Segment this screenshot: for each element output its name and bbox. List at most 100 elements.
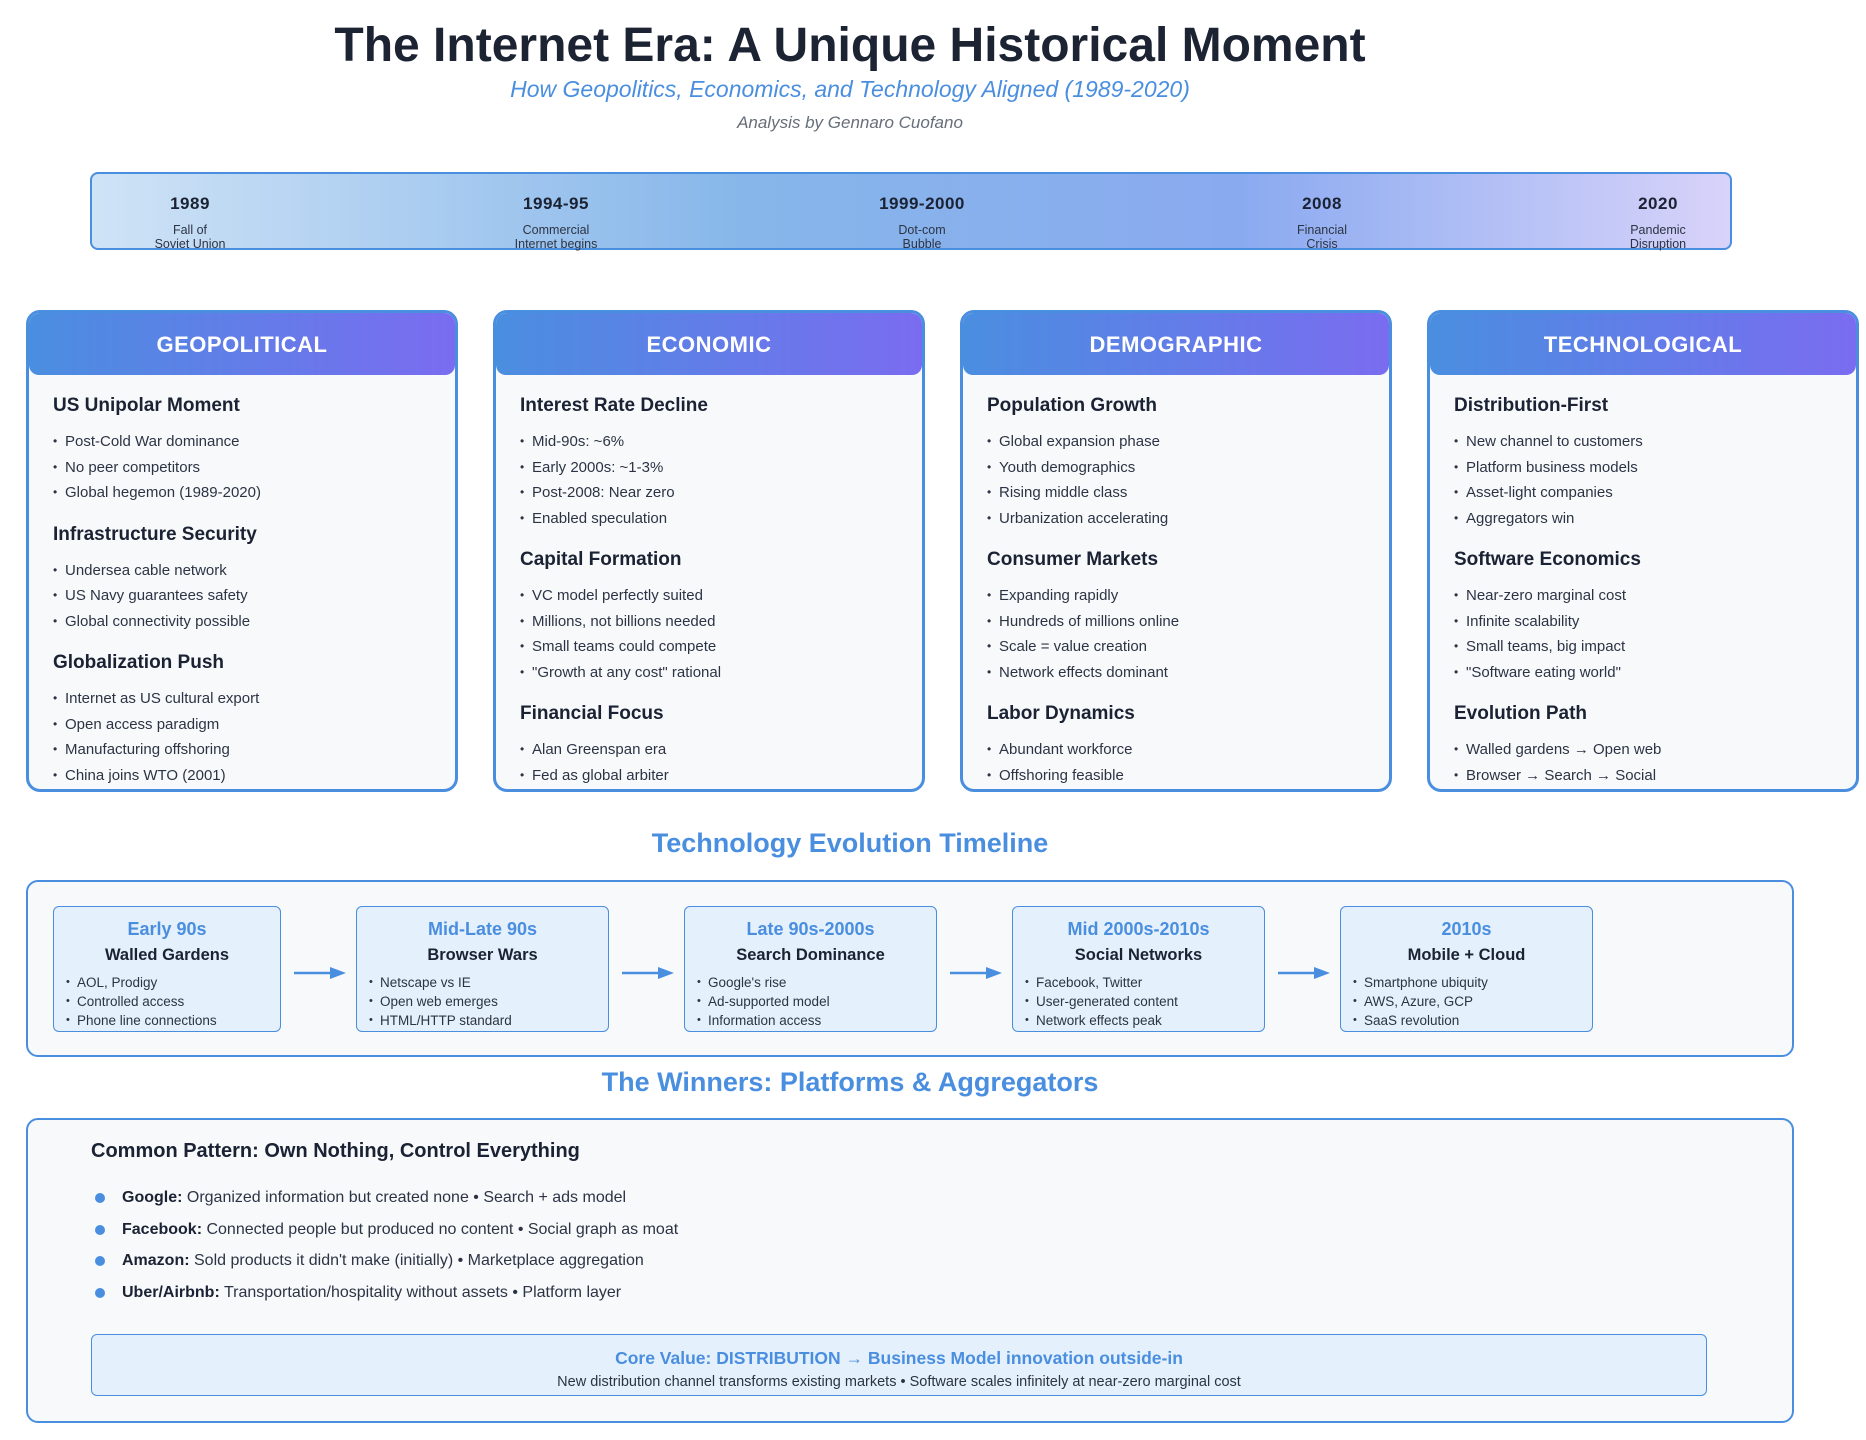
- list-item: Small teams, big impact: [1454, 634, 1832, 660]
- bullet-list: Global expansion phase Youth demographic…: [987, 429, 1365, 531]
- winners-list: Google: Organized information but create…: [91, 1188, 678, 1314]
- list-item: "Growth at any cost" rational: [520, 660, 898, 686]
- stage-2010s: 2010s Mobile + Cloud Smartphone ubiquity…: [1340, 906, 1593, 1032]
- section-title: Interest Rate Decline: [520, 395, 708, 416]
- list-item: Global expansion phase: [987, 429, 1365, 455]
- list-item: Offshoring feasible: [987, 763, 1365, 789]
- evolution-heading: Technology Evolution Timeline: [651, 828, 1049, 858]
- page-title: The Internet Era: A Unique Historical Mo…: [334, 19, 1366, 72]
- pillar-title: ECONOMIC: [496, 313, 922, 375]
- pillar-title: GEOPOLITICAL: [29, 313, 455, 375]
- bullet-list: Expanding rapidly Hundreds of millions o…: [987, 583, 1365, 685]
- pillar-card-technological: TECHNOLOGICAL Distribution-First New cha…: [1427, 310, 1859, 792]
- winner-desc: Connected people but produced no content…: [202, 1220, 679, 1238]
- section-title: Labor Dynamics: [987, 703, 1135, 724]
- list-item: Phone line connections: [66, 1011, 280, 1030]
- winners-heading: The Winners: Platforms & Aggregators: [601, 1067, 1099, 1097]
- core-value-desc: New distribution channel transforms exis…: [557, 1374, 1241, 1390]
- list-item: Information access: [697, 1011, 936, 1030]
- list-item: VC model perfectly suited: [520, 583, 898, 609]
- list-item: Aggregators win: [1454, 506, 1832, 532]
- list-item: Internet as US cultural export: [53, 686, 431, 712]
- section-title: Distribution-First: [1454, 395, 1609, 416]
- stage-name: Search Dominance: [736, 946, 885, 964]
- list-item: Facebook: Connected people but produced …: [91, 1220, 678, 1252]
- list-item: Uber/Airbnb: Transportation/hospitality …: [91, 1283, 678, 1315]
- winner-name: Google:: [122, 1189, 183, 1206]
- list-item: New channel to customers: [1454, 429, 1832, 455]
- pattern-title: Common Pattern: Own Nothing, Control Eve…: [91, 1140, 580, 1162]
- pillar-card-demographic: DEMOGRAPHIC Population Growth Global exp…: [960, 310, 1392, 792]
- list-item: No peer competitors: [53, 455, 431, 481]
- winner-name: Amazon:: [122, 1252, 190, 1269]
- list-item: Controlled access: [66, 992, 280, 1011]
- list-item: SaaS revolution: [1353, 1011, 1592, 1030]
- pillar-card-economic: ECONOMIC Interest Rate Decline Mid-90s: …: [493, 310, 925, 792]
- stage-name: Mobile + Cloud: [1407, 946, 1526, 964]
- stage-list: AOL, Prodigy Controlled access Phone lin…: [54, 973, 280, 1030]
- list-item: User-generated content: [1025, 992, 1264, 1011]
- list-item: China joins WTO (2001): [53, 763, 431, 789]
- list-item: Manufacturing offshoring: [53, 737, 431, 763]
- bullet-list: New channel to customers Platform busine…: [1454, 429, 1832, 531]
- section-title: Capital Formation: [520, 549, 682, 570]
- stage-name: Browser Wars: [427, 946, 538, 964]
- bullet-list: Walled gardens → Open web Browser → Sear…: [1454, 737, 1832, 788]
- bullet-list: Abundant workforce Offshoring feasible: [987, 737, 1365, 788]
- pillar-title: DEMOGRAPHIC: [963, 313, 1389, 375]
- timeline-year: 1989: [170, 194, 210, 213]
- list-item: Post-2008: Near zero: [520, 480, 898, 506]
- timeline-year: 1999-2000: [879, 194, 965, 213]
- winner-desc: Organized information but created none •…: [182, 1189, 627, 1206]
- list-item: Google's rise: [697, 973, 936, 992]
- section-title: Software Economics: [1454, 549, 1641, 570]
- pillar-card-geopolitical: GEOPOLITICAL US Unipolar Moment Post-Col…: [26, 310, 458, 792]
- timeline-year: 2020: [1638, 194, 1678, 213]
- section-title: Population Growth: [987, 395, 1157, 416]
- core-value-box: Core Value: DISTRIBUTION → Business Mode…: [91, 1334, 1707, 1396]
- list-item: Mid-90s: ~6%: [520, 429, 898, 455]
- stage-period: Mid-Late 90s: [427, 919, 538, 939]
- stage-name: Walled Gardens: [104, 946, 230, 964]
- page-subtitle: How Geopolitics, Economics, and Technolo…: [510, 76, 1190, 102]
- winner-desc: Sold products it didn't make (initially)…: [189, 1252, 644, 1269]
- list-item: Enabled speculation: [520, 506, 898, 532]
- stage-list: Smartphone ubiquity AWS, Azure, GCP SaaS…: [1341, 973, 1592, 1030]
- list-item: Hundreds of millions online: [987, 609, 1365, 635]
- section-title: Evolution Path: [1454, 703, 1587, 724]
- winner-name: Uber/Airbnb:: [122, 1283, 220, 1301]
- list-item: Global connectivity possible: [53, 609, 431, 635]
- list-item: Facebook, Twitter: [1025, 973, 1264, 992]
- list-item: "Software eating world": [1454, 660, 1832, 686]
- winners-panel: Common Pattern: Own Nothing, Control Eve…: [26, 1118, 1794, 1423]
- list-item: Infinite scalability: [1454, 609, 1832, 635]
- list-item: Network effects peak: [1025, 1011, 1264, 1030]
- section-title: US Unipolar Moment: [53, 395, 240, 416]
- list-item: Rising middle class: [987, 480, 1365, 506]
- winner-name: Facebook:: [122, 1220, 203, 1238]
- stage-early-90s: Early 90s Walled Gardens AOL, Prodigy Co…: [53, 906, 281, 1032]
- list-item: Netscape vs IE: [369, 973, 608, 992]
- list-item: Post-Cold War dominance: [53, 429, 431, 455]
- arrow-right-icon: [294, 967, 346, 979]
- core-value-title: Core Value: DISTRIBUTION → Business Mode…: [615, 1348, 1183, 1368]
- list-item: Amazon: Sold products it didn't make (in…: [91, 1251, 678, 1283]
- evolution-timeline: Early 90s Walled Gardens AOL, Prodigy Co…: [26, 880, 1794, 1057]
- bullet-list: Near-zero marginal cost Infinite scalabi…: [1454, 583, 1832, 685]
- list-item: Scale = value creation: [987, 634, 1365, 660]
- list-item: Ad-supported model: [697, 992, 936, 1011]
- arrow-right-icon: [1278, 967, 1330, 979]
- stage-list: Netscape vs IE Open web emerges HTML/HTT…: [357, 973, 608, 1030]
- stage-name: Social Networks: [1074, 946, 1203, 964]
- section-title: Financial Focus: [520, 703, 664, 724]
- list-item: AWS, Azure, GCP: [1353, 992, 1592, 1011]
- list-item: Open web emerges: [369, 992, 608, 1011]
- list-item: Youth demographics: [987, 455, 1365, 481]
